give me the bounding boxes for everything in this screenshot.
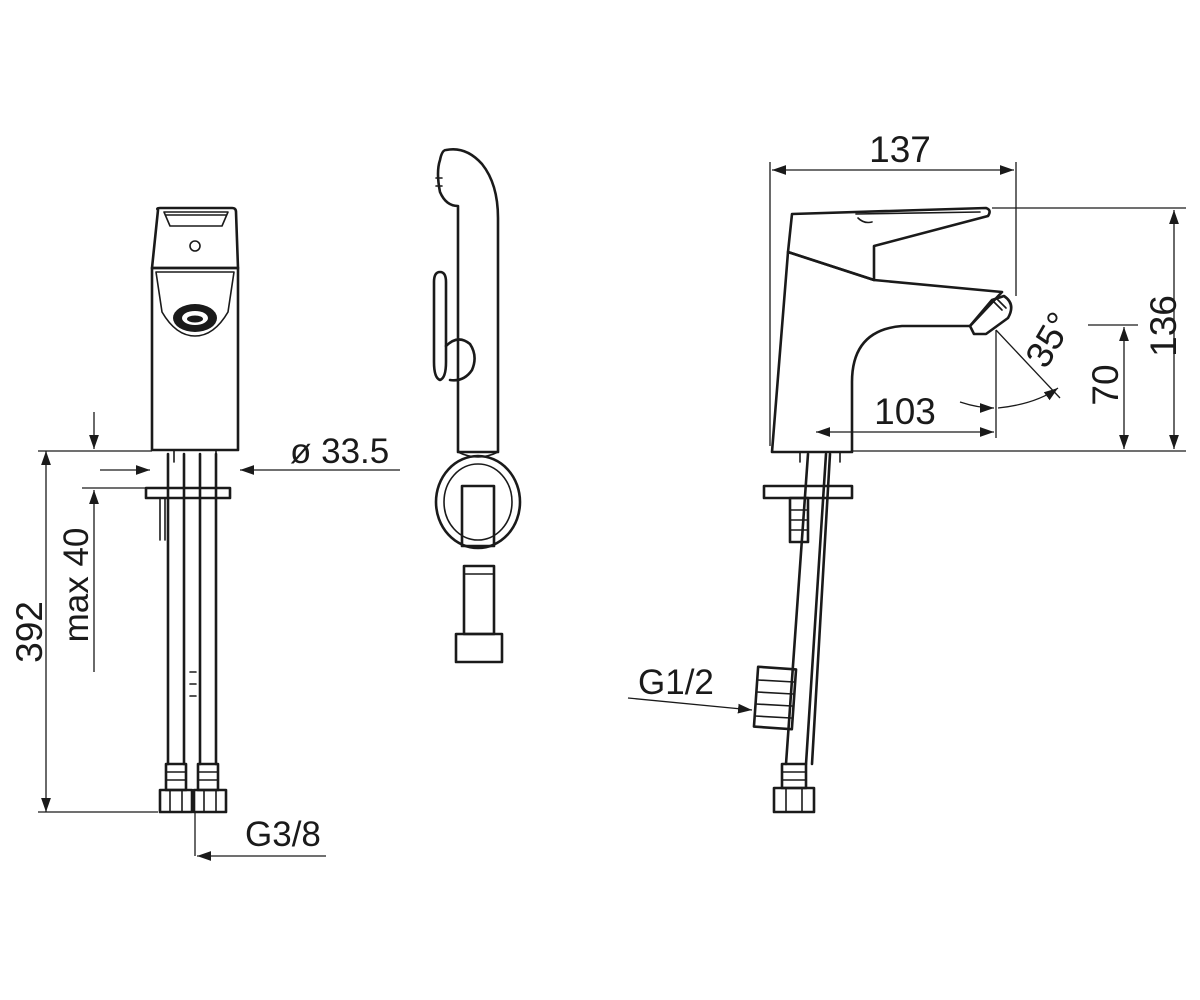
profile-dimensions: 137 136 70 103 35° G1/2 bbox=[627, 129, 1186, 714]
side-body bbox=[436, 148, 500, 454]
profile-lever bbox=[786, 206, 991, 282]
dim-spout-reach: 137 bbox=[869, 129, 931, 170]
front-view bbox=[144, 206, 240, 814]
profile-g12-fitting bbox=[752, 665, 798, 731]
profile-hose bbox=[784, 452, 828, 766]
side-view bbox=[432, 148, 522, 664]
front-hose-left bbox=[166, 452, 186, 766]
profile-aerator bbox=[968, 294, 1013, 336]
front-mount-plate bbox=[144, 486, 232, 500]
front-dimensions: 392 max 40 ø 33.5 G3/8 bbox=[9, 412, 400, 861]
front-lever bbox=[150, 206, 240, 270]
profile-body bbox=[770, 250, 1004, 454]
profile-nut bbox=[772, 786, 816, 814]
profile-mount-plate bbox=[762, 484, 854, 500]
side-base-ring bbox=[434, 454, 522, 550]
dim-handle-swing: 35° bbox=[1017, 305, 1080, 374]
dim-body-diameter: ø 33.5 bbox=[290, 432, 389, 471]
front-nut-left bbox=[158, 788, 194, 814]
dim-overall-height: 392 bbox=[9, 601, 50, 663]
dim-body-height: 136 bbox=[1143, 295, 1184, 357]
dim-connection-side: G1/2 bbox=[638, 663, 714, 702]
front-nut-right bbox=[192, 788, 228, 814]
side-hose-fitting bbox=[462, 564, 496, 636]
dim-deck-thickness: max 40 bbox=[57, 528, 96, 643]
dim-connection-front: G3/8 bbox=[245, 815, 321, 854]
front-body bbox=[150, 266, 240, 452]
profile-view bbox=[752, 206, 1013, 814]
front-hose-right bbox=[198, 452, 218, 766]
dim-spout-height: 70 bbox=[1085, 364, 1126, 405]
side-lever bbox=[432, 270, 448, 382]
dim-spout-to-base: 103 bbox=[874, 391, 936, 432]
